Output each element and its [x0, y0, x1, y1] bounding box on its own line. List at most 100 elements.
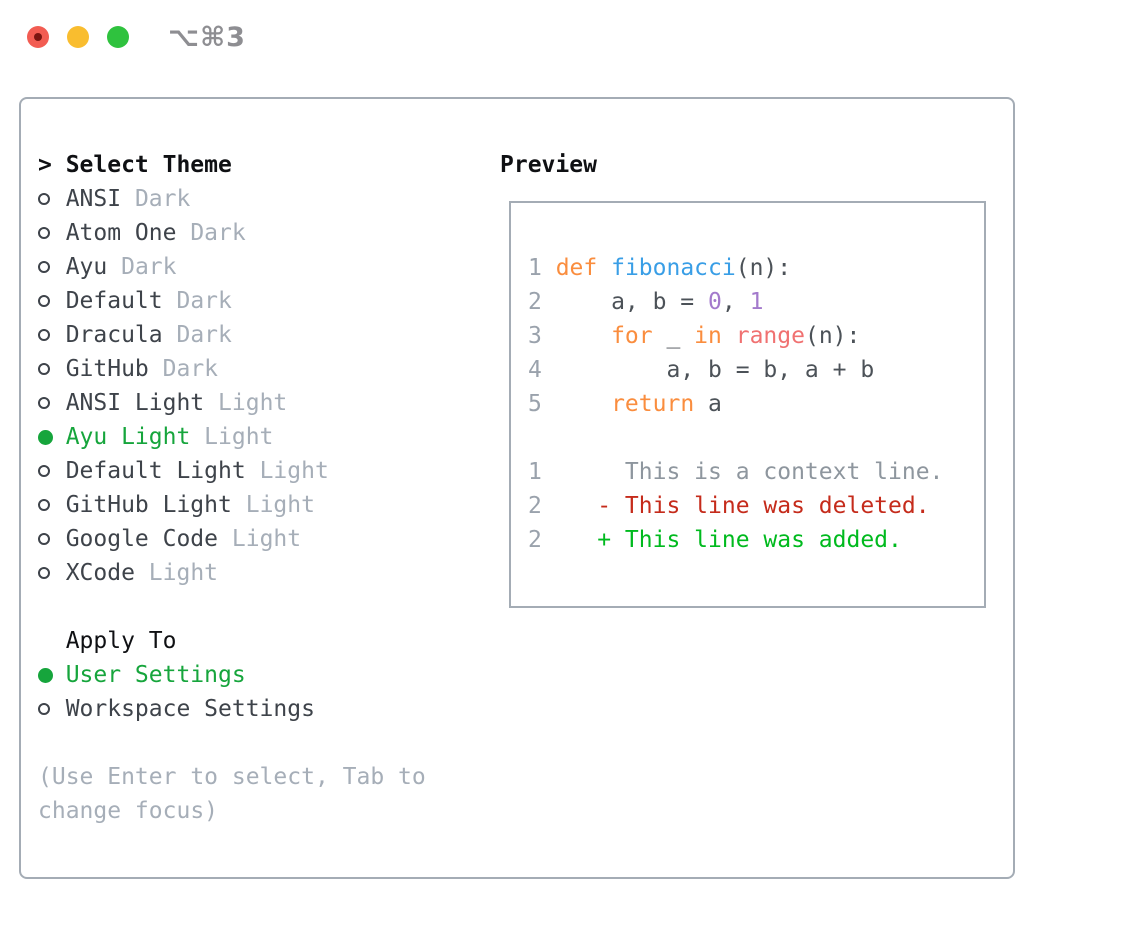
- option-variant: Dark: [121, 254, 177, 280]
- option-label: User Settings: [66, 658, 246, 692]
- radio-ring: [38, 465, 50, 477]
- radio-icon[interactable]: [38, 703, 66, 715]
- option-variant: Light: [259, 458, 329, 484]
- radio-icon[interactable]: [38, 397, 66, 409]
- option-name: Ayu: [65, 254, 108, 280]
- theme-option[interactable]: XCode Light: [38, 556, 483, 590]
- option-variant: Dark: [176, 322, 232, 348]
- radio-icon[interactable]: [38, 533, 66, 545]
- option-variant: Light: [245, 492, 315, 518]
- hint-line: change focus): [38, 798, 219, 824]
- code-token-function: fibonacci: [611, 255, 736, 281]
- diff-text: - This line was deleted.: [555, 493, 930, 519]
- option-label: Ayu Dark: [66, 250, 177, 284]
- theme-option[interactable]: GitHub Dark: [38, 352, 483, 386]
- theme-option[interactable]: ANSI Light Light: [38, 386, 483, 420]
- zoom-button[interactable]: [107, 26, 129, 48]
- theme-option[interactable]: Dracula Dark: [38, 318, 483, 352]
- code-token-keyword: def: [555, 255, 598, 281]
- theme-option[interactable]: Ayu Light Light: [38, 420, 483, 454]
- code-token-plain: a, b =: [555, 289, 709, 315]
- code-token-plain: ,: [721, 289, 750, 315]
- title-bar: ⌥⌘3: [0, 0, 1140, 72]
- option-label: GitHub Light Light: [66, 488, 315, 522]
- radio-dot: [38, 429, 53, 445]
- radio-icon[interactable]: [38, 329, 66, 341]
- preview-title: Preview: [500, 152, 597, 178]
- line-number: 3: [528, 323, 542, 349]
- option-label: ANSI Dark: [66, 182, 191, 216]
- code-token-plain: a: [694, 391, 722, 417]
- apply-to-title: Apply To: [65, 628, 177, 654]
- theme-option[interactable]: Default Dark: [38, 284, 483, 318]
- option-name: Default: [65, 288, 163, 314]
- radio-ring: [38, 227, 50, 239]
- radio-icon[interactable]: [38, 193, 66, 205]
- line-number: 2: [528, 527, 542, 553]
- radio-selected-icon[interactable]: [38, 667, 66, 683]
- option-label: Workspace Settings: [66, 692, 315, 726]
- hint-line: (Use Enter to select, Tab to: [38, 764, 426, 790]
- code-token-plain: [556, 387, 611, 421]
- theme-option[interactable]: GitHub Light Light: [38, 488, 483, 522]
- theme-option[interactable]: ANSI Dark: [38, 182, 483, 216]
- theme-option[interactable]: Google Code Light: [38, 522, 483, 556]
- option-label: ANSI Light Light: [66, 386, 288, 420]
- option-name: GitHub: [65, 356, 149, 382]
- line-number: 2: [528, 493, 542, 519]
- apply-to-header: Apply To: [38, 624, 483, 658]
- option-label: Ayu Light Light: [66, 420, 274, 454]
- code-line: 4 a, b = b, a + b: [528, 353, 984, 387]
- radio-icon[interactable]: [38, 465, 66, 477]
- option-label: Dracula Dark: [66, 318, 232, 352]
- option-variant: Dark: [176, 288, 232, 314]
- option-name: Workspace Settings: [65, 696, 315, 722]
- apply-option[interactable]: Workspace Settings: [38, 692, 483, 726]
- theme-option[interactable]: Default Light Light: [38, 454, 483, 488]
- option-name: Ayu Light: [65, 424, 191, 450]
- diff-line-added: 2 + This line was added.: [528, 523, 984, 557]
- code-token-keyword: return: [611, 391, 695, 417]
- option-label: XCode Light: [66, 556, 218, 590]
- theme-option[interactable]: Ayu Dark: [38, 250, 483, 284]
- select-theme-header: > Select Theme: [38, 148, 483, 182]
- radio-icon[interactable]: [38, 363, 66, 375]
- diff-line-context: 1 This is a context line.: [528, 455, 984, 489]
- radio-icon[interactable]: [38, 499, 66, 511]
- radio-ring: [38, 193, 50, 205]
- option-name: XCode: [65, 560, 135, 586]
- theme-option[interactable]: Atom One Dark: [38, 216, 483, 250]
- option-label: Google Code Light: [66, 522, 301, 556]
- radio-ring: [38, 363, 50, 375]
- radio-icon[interactable]: [38, 227, 66, 239]
- radio-selected-icon[interactable]: [38, 429, 66, 445]
- code-token-plain: [597, 251, 611, 285]
- radio-ring: [38, 703, 50, 715]
- radio-icon[interactable]: [38, 567, 66, 579]
- code-line: 3 for _ in range(n):: [528, 319, 984, 353]
- radio-ring: [38, 499, 50, 511]
- diff-text: This is a context line.: [555, 459, 944, 485]
- option-label: GitHub Dark: [66, 352, 218, 386]
- option-name: Google Code: [65, 526, 219, 552]
- radio-ring: [38, 261, 50, 273]
- option-variant: Light: [218, 390, 288, 416]
- radio-icon[interactable]: [38, 295, 66, 307]
- option-variant: Dark: [162, 356, 219, 382]
- option-name: Atom One: [65, 220, 177, 246]
- code-token-plain: (n):: [735, 255, 792, 281]
- option-label: Default Light Light: [66, 454, 329, 488]
- close-button[interactable]: [27, 26, 49, 48]
- minimize-button[interactable]: [67, 26, 89, 48]
- code-token-keyword: for: [611, 323, 653, 349]
- radio-icon[interactable]: [38, 261, 66, 273]
- option-name: ANSI Light: [65, 390, 205, 416]
- apply-option[interactable]: User Settings: [38, 658, 483, 692]
